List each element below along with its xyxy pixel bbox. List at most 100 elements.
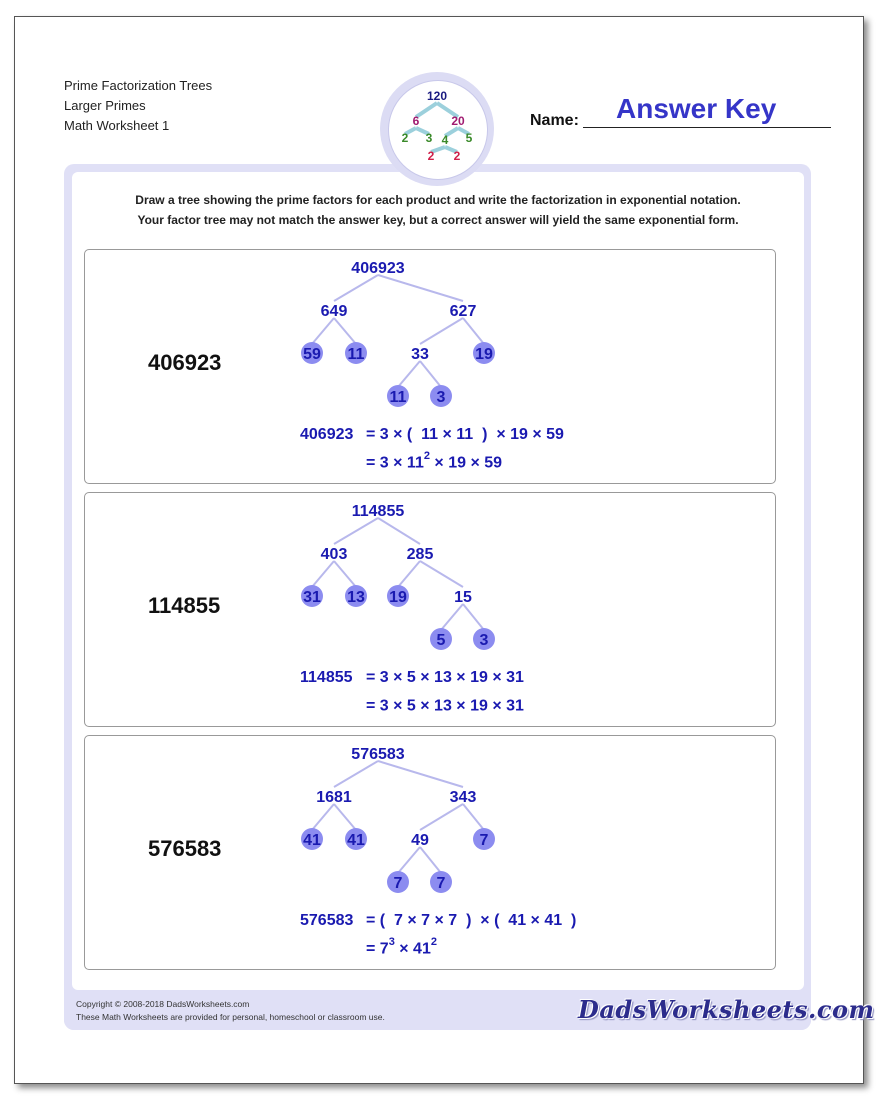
usage-notice: These Math Worksheets are provided for p… [76,1012,385,1022]
tree-1-branch-8 [419,360,442,388]
tree-3-branch-3 [311,803,335,831]
logo-node-5: 3 [426,131,433,145]
equation-lhs-1: 406923 [300,426,354,443]
tree-3-root: 576583 [351,746,404,763]
tree-3-prime-circle-g [387,871,409,893]
tree-1-branch-4 [333,317,357,345]
tree-2-branch-4 [333,560,357,588]
tree-3-node-d: 41 [347,832,365,849]
tree-3-branch-1 [333,760,379,788]
exp-mid-1: × 19 × 59 [429,454,503,472]
tree-2-branch-5 [397,560,421,588]
logo-node-4: 2 [402,131,409,145]
tree-1-node-f: 19 [475,346,493,363]
tree-1-root: 406923 [351,260,404,277]
problem-number-1: 406923 [148,350,222,375]
problem-box-3 [84,735,776,970]
logo-node-8: 2 [428,149,435,163]
tree-3-prime-circle-h [430,871,452,893]
equation-rhs-3: = ( 7 × 7 × 7 ) × ( 41 × 41 ) [366,912,577,929]
tree-2-node-a: 403 [321,546,348,563]
problem-box-1 [84,249,776,484]
tree-3-branch-2 [377,760,464,788]
equation-rhs-1: = 3 × ( 11 × 11 ) × 19 × 59 [366,426,564,443]
tree-2-root: 114855 [352,503,405,520]
tree-2-node-h: 3 [480,632,489,649]
worksheet-subtitle: Larger Primes [64,98,146,113]
logo-branch-5 [443,126,460,138]
tree-2-prime-circle-g [430,628,452,650]
exp-sup1-3: 3 [388,936,395,948]
worksheet-title: Prime Factorization Trees [64,78,213,93]
tree-1-prime-circle-c [301,342,323,364]
tree-2-node-e: 19 [389,589,407,606]
tree-1-prime-circle-h [430,385,452,407]
logo-node-3: 20 [451,114,465,128]
tree-3-node-a: 1681 [316,789,352,806]
tree-1-node-e: 33 [411,346,429,363]
logo-branch-8 [444,145,458,154]
dadsworksheets-logo[interactable]: DadsWorksheets.com [578,995,875,1024]
logo-branch-2 [435,101,460,119]
tree-1-node-h: 3 [437,389,446,406]
problem-number-2: 114855 [148,593,221,618]
tree-2-branch-8 [462,603,485,631]
answer-key-title: Answer Key [616,93,777,124]
tree-1-node-a: 649 [321,303,348,320]
exponential-form-3: = 73 × 412 [366,936,437,958]
exp-sup1-1: 2 [423,450,430,462]
tree-2-node-d: 13 [347,589,365,606]
problem-number-3: 576583 [148,836,222,861]
logo-node-2: 6 [413,114,420,128]
tree-1-prime-circle-g [387,385,409,407]
tree-3-node-b: 343 [450,789,477,806]
logo-node-9: 2 [454,149,461,163]
tree-1-branch-6 [462,317,485,345]
problem-box-2 [84,492,776,727]
tree-3-prime-circle-d [345,828,367,850]
tree-3-prime-circle-c [301,828,323,850]
copyright-text: Copyright © 2008-2018 DadsWorksheets.com [76,999,250,1009]
tree-1-branch-7 [397,360,421,388]
exp-pre-1: = 3 × 11 [366,454,424,472]
logo-node-7: 5 [466,131,473,145]
footer-band [64,993,811,1030]
tree-1-node-d: 11 [348,346,365,363]
tree-2-branch-7 [440,603,464,631]
tree-2-prime-circle-e [387,585,409,607]
tree-1-node-c: 59 [303,346,321,363]
exp-pre-2: = 3 × 5 × 13 × 19 × 31 [366,697,524,715]
tree-3-node-e: 49 [411,832,429,849]
tree-1-branch-1 [333,274,379,302]
equation-lhs-2: 114855 [300,669,353,686]
instructions-line-2: Your factor tree may not match the answe… [137,213,739,227]
tree-3-node-h: 7 [437,875,446,892]
worksheet-number: Math Worksheet 1 [64,118,170,133]
logo-inner [388,80,488,180]
tree-2-node-c: 31 [303,589,321,606]
tree-1-node-g: 11 [390,389,407,406]
tree-3-branch-6 [462,803,485,831]
tree-3-node-f: 7 [480,832,489,849]
tree-1-branch-5 [419,317,464,345]
tree-2-prime-circle-h [473,628,495,650]
exp-mid-3: × 41 [394,940,431,958]
instructions-line-1: Draw a tree showing the prime factors fo… [135,193,741,207]
logo-branch-3 [404,126,417,136]
logo-branch-1 [414,101,439,119]
tree-2-node-b: 285 [407,546,434,563]
tree-1-branch-2 [377,274,464,302]
tree-2-node-f: 15 [454,589,472,606]
logo-branch-7 [430,145,446,154]
tree-1-prime-circle-d [345,342,367,364]
exponential-form-1: = 3 × 112 × 19 × 59 [366,450,503,472]
tree-2-branch-3 [311,560,335,588]
exp-pre-3: = 7 [366,940,389,958]
name-line[interactable] [583,127,831,128]
tree-3-prime-circle-f [473,828,495,850]
logo-branch-4 [415,126,430,136]
tree-3-node-g: 7 [394,875,403,892]
tree-2-prime-circle-c [301,585,323,607]
